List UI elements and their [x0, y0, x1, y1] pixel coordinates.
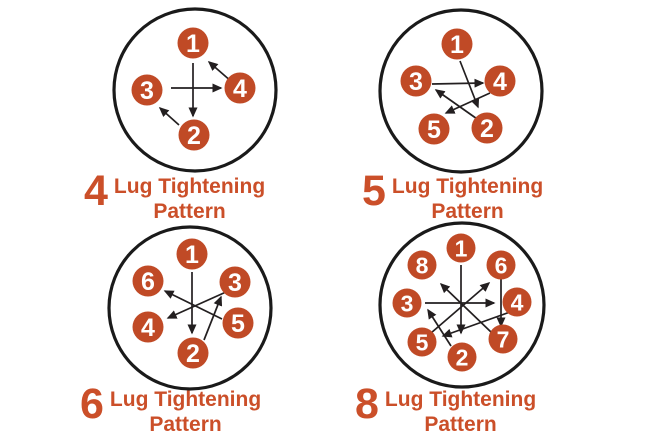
wheel-diagram-8-lug: 1 2 3 4 5 6 7 8 — [378, 221, 546, 389]
sequence-arrow-3-to-4 — [166, 291, 227, 319]
sequence-arrow-5-to-6 — [430, 282, 491, 334]
caption-5-lug: 5 Lug Tightening Pattern — [362, 167, 543, 224]
lug-number: 4 — [233, 75, 247, 103]
caption-6-lug: 6 Lug Tightening Pattern — [80, 380, 261, 437]
lug-number: 6 — [141, 268, 155, 296]
lug-1 — [177, 27, 209, 59]
sequence-arrow-3-to-4 — [431, 78, 485, 88]
lug-5 — [418, 113, 450, 145]
lug-number: 8 — [416, 252, 429, 278]
sequence-arrow-4-to-5 — [444, 92, 491, 114]
lug-number: 3 — [401, 290, 414, 316]
caption-line2: Pattern — [149, 413, 222, 436]
sequence-arrow-5-to-6 — [163, 290, 223, 320]
caption-4-lug: 4 Lug Tightening Pattern — [84, 167, 265, 224]
lug-2 — [177, 337, 209, 369]
lug-2 — [471, 112, 503, 144]
lug-number: 2 — [456, 344, 469, 370]
caption-line1: Lug Tightening — [113, 175, 266, 198]
lug-number: 1 — [186, 30, 200, 58]
lug-5 — [222, 307, 254, 339]
lug-2 — [447, 342, 477, 372]
lug-number: 3 — [409, 68, 423, 96]
lug-number: 4 — [141, 314, 155, 342]
sequence-arrow-2-to-3 — [434, 89, 481, 122]
lug-number: 4 — [511, 289, 524, 315]
lug-number: 2 — [480, 115, 494, 143]
caption-text-block: Lug Tightening Pattern — [392, 174, 543, 224]
lug-4 — [224, 72, 256, 104]
lug-number: 1 — [455, 235, 468, 261]
lug-4 — [132, 311, 164, 343]
lug-8 — [407, 250, 437, 280]
lug-4 — [502, 287, 532, 317]
lug-3 — [131, 74, 163, 106]
lug-count-number: 4 — [84, 167, 108, 215]
caption-text-block: Lug Tightening Pattern — [385, 387, 536, 437]
lug-number: 3 — [140, 77, 154, 105]
lug-3 — [219, 266, 251, 298]
wheel-rim — [112, 7, 278, 173]
lug-number: 3 — [228, 269, 242, 297]
lug-number: 5 — [231, 310, 245, 338]
lug-1 — [441, 28, 473, 60]
lug-7 — [488, 324, 518, 354]
lug-count-number: 8 — [355, 380, 379, 428]
wheel-diagram-6-lug: 1 2 3 4 5 6 — [107, 225, 273, 391]
sequence-arrow-2-to-3 — [158, 106, 180, 126]
caption-line2: Pattern — [431, 200, 504, 223]
lug-3 — [400, 65, 432, 97]
wheel-diagram-5-lug: 1 2 3 4 5 — [378, 8, 544, 174]
caption-line2: Pattern — [424, 413, 497, 436]
caption-line1: Lug Tightening — [391, 175, 544, 198]
sequence-arrow-2-to-3 — [203, 295, 223, 341]
sequence-arrow-4-to-5 — [441, 311, 511, 338]
lug-number: 5 — [427, 116, 441, 144]
lug-number: 5 — [416, 329, 429, 355]
sequence-arrow-7-to-8 — [439, 282, 493, 334]
caption-text-block: Lug Tightening Pattern — [114, 174, 265, 224]
lug-6 — [486, 250, 516, 280]
lug-count-number: 6 — [80, 380, 104, 428]
lug-number: 6 — [495, 252, 508, 278]
caption-line2: Pattern — [153, 200, 226, 223]
lug-number: 1 — [185, 241, 199, 269]
lug-number: 2 — [187, 122, 201, 150]
caption-line1: Lug Tightening — [384, 388, 537, 411]
lug-number: 7 — [497, 326, 510, 352]
sequence-arrow-2-to-3 — [427, 308, 452, 347]
lug-number: 4 — [493, 68, 507, 96]
lug-count-number: 5 — [362, 167, 386, 215]
lug-3 — [392, 288, 422, 318]
lug-1 — [176, 238, 208, 270]
lug-number: 2 — [186, 340, 200, 368]
caption-text-block: Lug Tightening Pattern — [110, 387, 261, 437]
wheel-diagram-4-lug: 1 2 3 4 — [112, 7, 278, 173]
caption-line1: Lug Tightening — [109, 388, 262, 411]
caption-8-lug: 8 Lug Tightening Pattern — [355, 380, 536, 437]
lug-1 — [446, 233, 476, 263]
lug-4 — [484, 65, 516, 97]
lug-2 — [178, 119, 210, 151]
lug-5 — [407, 327, 437, 357]
lug-6 — [132, 265, 164, 297]
lug-number: 1 — [450, 31, 464, 59]
